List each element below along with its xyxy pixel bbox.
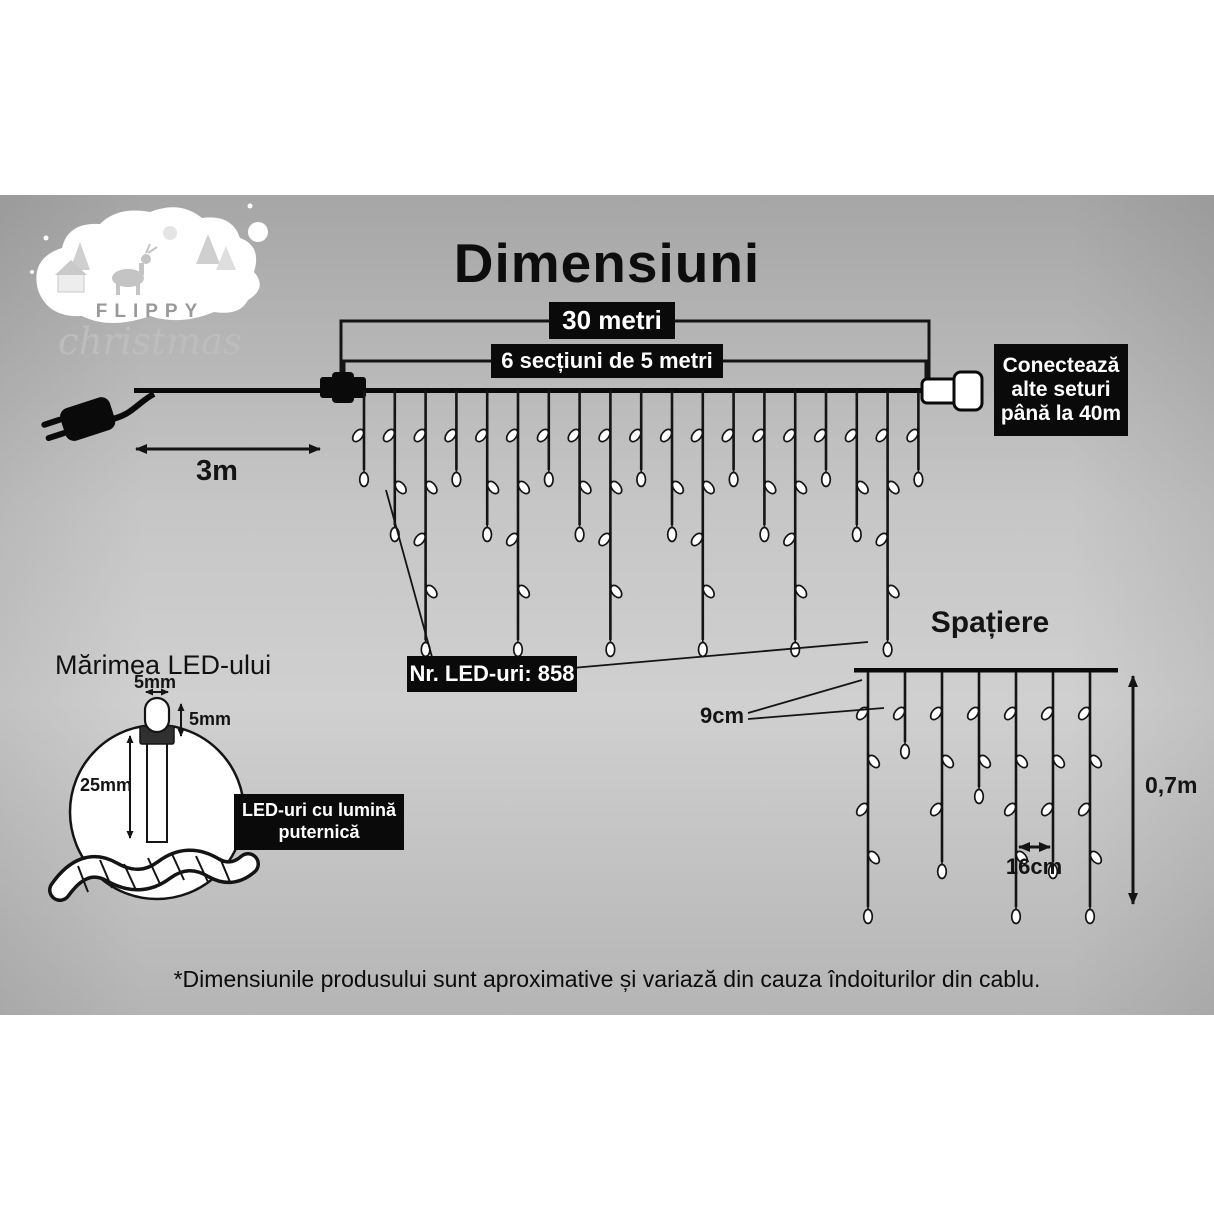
- vertical-gap-label: 9cm: [700, 703, 745, 728]
- tree-icon: [216, 246, 236, 270]
- led-size-heading: Mărimea LED-ului: [55, 650, 272, 680]
- sections-label: 6 secțiuni de 5 metri: [491, 344, 723, 378]
- led-body: [146, 737, 168, 843]
- led-brightness-note: LED-uri cu lumină puternică: [234, 794, 404, 850]
- end-connector-icon: [920, 370, 984, 412]
- lens-height-label: 5mm: [189, 709, 232, 729]
- tree-icon: [196, 234, 220, 264]
- lens-width-label: 5mm: [134, 672, 177, 692]
- tree-icon: [70, 242, 90, 270]
- brand-cloud: [30, 203, 268, 323]
- led-count-label: Nr. LED-uri: 858: [407, 656, 577, 692]
- total-length-label: 30 metri: [549, 302, 675, 339]
- spacing-gap-lines: [747, 679, 885, 720]
- mini-wire: [854, 668, 1118, 673]
- main-wire: [134, 388, 930, 393]
- moon-icon: [163, 226, 177, 240]
- drop-height-label: 0,7m: [1145, 772, 1198, 798]
- wire-connector-cap: [332, 372, 354, 403]
- icicle-curtain: [351, 390, 924, 658]
- horizontal-gap-label: 16cm: [1005, 854, 1063, 879]
- deer-icon: [112, 243, 158, 295]
- size-arrows: [126, 688, 185, 839]
- brand-script-name: christmas: [57, 320, 243, 363]
- twisted-cable-icon: [48, 848, 260, 902]
- house-roof: [55, 260, 87, 275]
- led-count-leader-lines: [385, 489, 869, 669]
- spacing-curtain: [855, 672, 1103, 925]
- lead-cable: [107, 391, 156, 423]
- disclaimer-text: *Dimensiunile produsului sunt aproximati…: [173, 966, 1041, 992]
- led-lens: [143, 696, 171, 734]
- page-title: Dimensiuni: [453, 232, 761, 294]
- lead-length-label: 3m: [196, 455, 238, 487]
- power-plug-icon: [41, 391, 156, 442]
- cloud-puff: [248, 222, 268, 242]
- brand-name: FLIPPY: [95, 301, 205, 322]
- body-length-label: 25mm: [80, 775, 133, 795]
- spacing-heading: Spațiere: [930, 606, 1050, 639]
- connect-other-sets-note: Conectează alte seturi până la 40m: [994, 344, 1128, 436]
